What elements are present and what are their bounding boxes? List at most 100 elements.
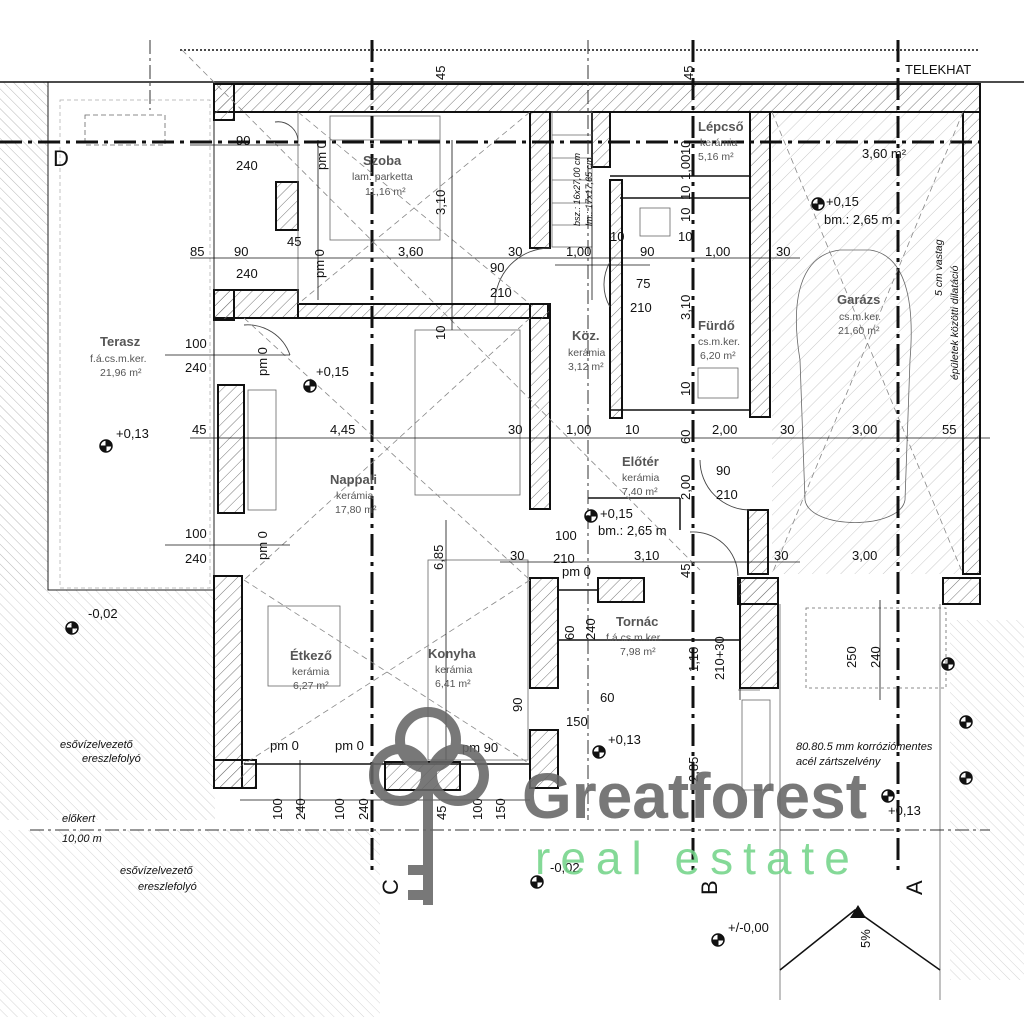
frontyard-note-2: 10,00 m	[62, 833, 102, 845]
room-name: Nappali	[330, 472, 377, 487]
room-terasz: Terasz f.á.cs.m.ker. 21,96 m²	[90, 334, 147, 379]
exterior-hatching	[0, 82, 1024, 1017]
gutter-note-2a: esővízelvezető	[120, 865, 194, 877]
dim: 90	[640, 244, 654, 259]
top-label: TELEKHAT	[905, 62, 971, 77]
level-markers	[65, 197, 973, 947]
dim: 240	[293, 798, 308, 820]
room-nappali: Nappali kerámia 17,80 m²	[330, 472, 377, 516]
dim: 240	[356, 798, 371, 820]
frontyard-note-1: előkert	[62, 813, 96, 825]
dim: 60	[678, 430, 693, 444]
dim: 100	[185, 336, 207, 351]
dim: 1,00	[566, 422, 591, 437]
door-swings	[243, 121, 751, 577]
dim: 2,85	[686, 757, 701, 782]
dim: 10	[678, 208, 693, 222]
terrace-inner	[59, 99, 211, 589]
level-label: +0,15	[600, 506, 633, 521]
room-material: cs.m.ker.	[839, 311, 881, 323]
dim: pm 0	[335, 738, 364, 753]
level-label: -0,02	[88, 606, 118, 621]
dim: 100	[270, 798, 285, 820]
garage-floor	[772, 112, 967, 574]
room-area: 11,16 m²	[365, 186, 406, 198]
room-name: Előtér	[622, 454, 659, 469]
dim: 60	[562, 626, 577, 640]
dim: 90	[236, 133, 250, 148]
room-material: f.á.cs.m.ker.	[606, 632, 663, 644]
dim: 240	[583, 618, 598, 640]
dim: 150	[566, 714, 588, 729]
axis-label-b: B	[697, 880, 722, 895]
stair-note-1: bsz.: 16x27,00 cm	[572, 152, 582, 226]
room-material: cs.m.ker.	[698, 336, 740, 348]
room-eloter: Előtér kerámia 7,40 m²	[622, 454, 660, 498]
dim: 90	[490, 260, 504, 275]
level-label: +0,13	[608, 732, 641, 747]
room-area: 6,41 m²	[435, 678, 471, 690]
room-material: kerámia	[568, 347, 606, 359]
axis-label-d: D	[53, 146, 69, 171]
dim: 30	[780, 422, 794, 437]
watermark-tagline: real estate	[535, 832, 860, 884]
room-lepcso: Lépcső kerámia 5,16 m²	[698, 119, 744, 163]
room-koz: Köz. kerámia 3,12 m²	[568, 328, 606, 373]
dim: 3,10	[433, 190, 448, 215]
watermark: Greatforest real estate	[369, 707, 867, 905]
room-material: f.á.cs.m.ker.	[90, 353, 147, 365]
room-area: 21,96 m²	[100, 367, 142, 379]
dimension-texts: 45 45 90 240 pm 0 3,10 85 90 45 240 pm 0…	[185, 66, 956, 820]
dim: 45	[681, 66, 696, 80]
gutter-note-2b: ereszlefolyó	[138, 881, 197, 893]
dim: 75	[636, 276, 650, 291]
secondary-axis-lines	[30, 40, 990, 831]
dim: 210+30	[712, 636, 727, 680]
slope-label: 5%	[858, 929, 873, 948]
garage-top-area: 3,60 m²	[862, 146, 907, 161]
dilatation-note-2: épületek közötti dilatáció	[949, 265, 961, 380]
dim: 1,00	[705, 244, 730, 259]
dim: 90	[234, 244, 248, 259]
axis-label-c: C	[378, 879, 403, 895]
dim: 45	[192, 422, 206, 437]
room-garazs: Garázs cs.m.ker. 21,60 m²	[837, 292, 881, 337]
room-area: 6,20 m²	[700, 350, 736, 362]
dim: 4,45	[330, 422, 355, 437]
dim: 45	[678, 564, 693, 578]
room-konyha: Konyha kerámia 6,41 m²	[428, 646, 476, 690]
dim: pm 0	[270, 738, 299, 753]
room-name: Garázs	[837, 292, 880, 307]
dim: 240	[185, 360, 207, 375]
dim: 210	[716, 487, 738, 502]
dim: 240	[236, 266, 258, 281]
dim: 30	[776, 244, 790, 259]
dim: 10	[625, 422, 639, 437]
level-label: bm.: 2,65 m	[598, 523, 667, 538]
watermark-brand: Greatforest	[522, 760, 867, 832]
dim: 6,85	[431, 545, 446, 570]
dim: 3,60	[398, 244, 423, 259]
dim: 30	[510, 548, 524, 563]
dilatation-note-1: 5 cm vastag	[933, 239, 945, 296]
room-area: 21,60 m²	[838, 325, 880, 337]
dim: 45	[433, 66, 448, 80]
room-material: kerámia	[292, 666, 330, 678]
dim: 90	[510, 698, 525, 712]
dim: 3,00	[852, 548, 877, 563]
dim: 30	[508, 422, 522, 437]
room-name: Lépcső	[698, 119, 744, 134]
level-label: +0,15	[826, 194, 859, 209]
thin-lines	[84, 111, 947, 1000]
dim: 1,00	[678, 155, 693, 180]
dim: 100	[470, 798, 485, 820]
dim: 210	[553, 551, 575, 566]
dim: 30	[508, 244, 522, 259]
dim: 10	[433, 326, 448, 340]
room-name: Terasz	[100, 334, 141, 349]
dim: 240	[236, 158, 258, 173]
slope-arrow-icon	[850, 905, 866, 918]
dim: pm 0	[562, 564, 591, 579]
level-label: bm.: 2,65 m	[824, 212, 893, 227]
